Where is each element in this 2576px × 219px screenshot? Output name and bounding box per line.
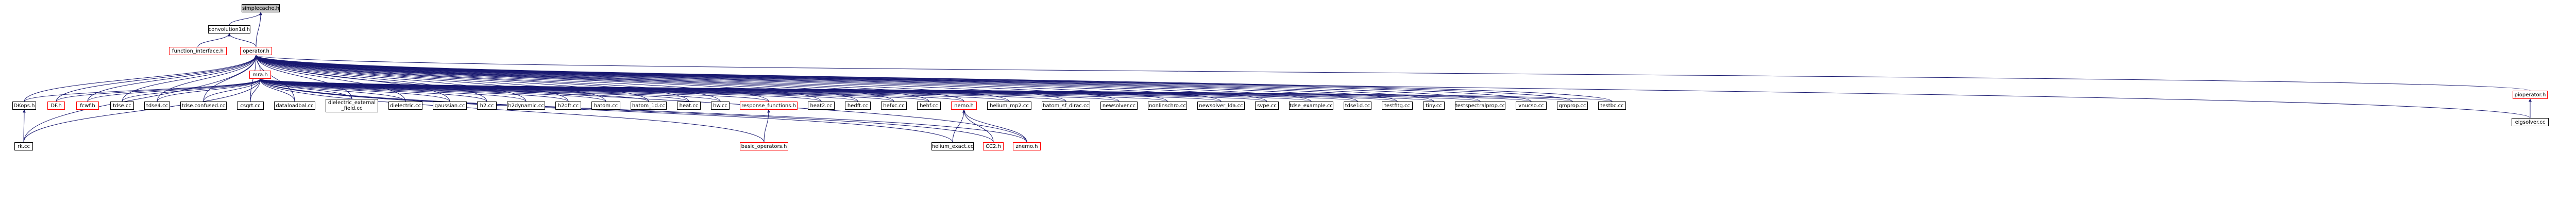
edge-node-h2dynamic-cc-to-mra xyxy=(259,78,527,102)
node-mra-h[interactable]: mra.h xyxy=(249,71,271,79)
node-dielectric-external-field-cc[interactable]: dielectric_external _field.cc xyxy=(326,99,378,112)
node-tdse-confused-cc[interactable]: tdse.confused.cc xyxy=(180,102,227,110)
node-testspectralprop-cc[interactable]: testspectralprop.cc xyxy=(1455,102,1505,110)
node-vnucso-cc[interactable]: vnucso.cc xyxy=(1516,102,1547,110)
node-nemo-h[interactable]: nemo.h xyxy=(951,102,977,110)
node-tdse-cc[interactable]: tdse.cc xyxy=(110,102,134,110)
edge-convolution-to-simplecache xyxy=(229,12,262,26)
node-tdse1d-cc[interactable]: tdse1d.cc xyxy=(1344,102,1371,110)
edge-node-dkops-h-to-mra xyxy=(24,78,262,102)
node-newsolver-lda-cc[interactable]: newsolver_lda.cc xyxy=(1197,102,1245,110)
node-svpe-cc[interactable]: svpe.cc xyxy=(1255,102,1279,110)
edge-node-h2dft-cc-to-operator xyxy=(255,55,569,102)
edge-node-dielectric-cc-to-operator xyxy=(255,55,406,102)
node-h2dft-cc[interactable]: h2dft.cc xyxy=(555,102,581,110)
edge-node-hw-cc-to-operator xyxy=(255,55,721,102)
edge-node-tdse-cc-to-mra xyxy=(122,78,262,102)
node-hw-cc[interactable]: hw.cc xyxy=(711,102,730,110)
node-convolution1d-h[interactable]: convolution1d.h xyxy=(208,25,250,33)
edge-node-fcwf-h-to-mra xyxy=(87,78,262,102)
node-dataloadbal-cc[interactable]: dataloadbal.cc xyxy=(274,102,315,110)
node-eigsolver-cc[interactable]: eigsolver.cc xyxy=(2512,118,2549,126)
edge-basicops-to-mra xyxy=(259,78,765,143)
edge-node-h2-cc-to-operator xyxy=(255,55,487,102)
node-h2dynamic-cc[interactable]: h2dynamic.cc xyxy=(507,102,545,110)
edge-rk-to-operator xyxy=(23,55,258,143)
node-znemo-h[interactable]: znemo.h xyxy=(1013,142,1041,150)
node-helium-mp2-cc[interactable]: helium_mp2.cc xyxy=(987,102,1031,110)
node-hehf-cc[interactable]: hehf.cc xyxy=(917,102,941,110)
edge-node-fcwf-h-to-operator xyxy=(87,55,258,102)
edge-pioperator-to-operator xyxy=(255,55,2531,91)
edge-node-tdse-confused-cc-to-mra xyxy=(203,78,262,102)
node-tdse4-cc[interactable]: tdse4.cc xyxy=(144,102,170,110)
node-response-functions-h[interactable]: response_functions.h xyxy=(740,102,798,110)
edge-znemo-to-mra xyxy=(259,78,1027,143)
edge-node-dataloadbal-cc-to-operator xyxy=(255,55,295,102)
edge-rk-to-mra xyxy=(23,78,262,143)
node-df-h[interactable]: DF.h xyxy=(47,102,65,110)
node-cc2-h[interactable]: CC2.h xyxy=(983,142,1004,150)
edge-operator-to-simplecache xyxy=(256,12,262,47)
node-dkops-h[interactable]: DKops.h xyxy=(12,102,36,110)
node-heat2-cc[interactable]: heat2.cc xyxy=(808,102,835,110)
node-heat-cc[interactable]: heat.cc xyxy=(677,102,701,110)
edge-node-dielectric-cc-to-mra xyxy=(259,78,406,102)
node-helium-exact-cc[interactable]: helium_exact.cc xyxy=(931,142,974,150)
edge-heliumexact-to-mra xyxy=(259,78,953,143)
edge-node-h2-cc-to-mra xyxy=(259,78,487,102)
edge-node-tdse-cc-to-operator xyxy=(122,55,258,102)
edge-funcif-to-convolution xyxy=(197,33,231,47)
edge-node-df-h-to-operator xyxy=(56,55,258,102)
edge-node-tdse4-cc-to-operator xyxy=(157,55,258,102)
node-rk-cc[interactable]: rk.cc xyxy=(14,142,33,150)
node-simplecache-h[interactable]: simplecache.h xyxy=(242,4,280,12)
node-function-interface-h[interactable]: function_interface.h xyxy=(169,47,227,55)
node-basic-operators-h[interactable]: basic_operators.h xyxy=(740,142,788,150)
node-nonlinschro-cc[interactable]: nonlinschro.cc xyxy=(1148,102,1187,110)
edge-node-testbc-cc-to-mra xyxy=(259,78,1613,102)
edge-node-df-h-to-mra xyxy=(56,78,262,102)
edge-cc2-to-mra xyxy=(259,78,994,143)
node-testbc-cc[interactable]: testbc.cc xyxy=(1598,102,1626,110)
node-newsolver-cc[interactable]: newsolver.cc xyxy=(1100,102,1138,110)
edge-node-hatom-cc-to-mra xyxy=(259,78,606,102)
node-pioperator-h[interactable]: pioperator.h xyxy=(2513,91,2548,99)
edge-operator-to-convolution xyxy=(228,33,257,47)
node-h2-cc[interactable]: h2.cc xyxy=(477,102,497,110)
node-hatom-1d-cc[interactable]: hatom_1d.cc xyxy=(631,102,667,110)
edge-node-testbc-cc-to-operator xyxy=(255,55,1613,102)
node-gaussian-cc[interactable]: gaussian.cc xyxy=(433,102,467,110)
edge-node-testspectralprop-cc-to-operator xyxy=(255,55,1481,102)
edge-node-dkops-h-to-operator xyxy=(24,55,258,102)
node-csqrt-cc[interactable]: csqrt.cc xyxy=(237,102,264,110)
node-tiny-cc[interactable]: tiny.cc xyxy=(1423,102,1445,110)
edge-cc2-to-nemo xyxy=(962,109,994,143)
node-fcwf-h[interactable]: fcwf.h xyxy=(76,102,99,110)
edge-node-heat-cc-to-operator xyxy=(255,55,689,102)
node-testfitg-cc[interactable]: testfitg.cc xyxy=(1382,102,1413,110)
node-dielectric-cc[interactable]: dielectric.cc xyxy=(388,102,422,110)
node-hatom-cc[interactable]: hatom.cc xyxy=(591,102,620,110)
node-hedft-cc[interactable]: hedft.cc xyxy=(845,102,871,110)
edge-heliumexact-to-nemo xyxy=(952,109,965,143)
edge-node-gaussian-cc-to-mra xyxy=(259,78,450,102)
node-hatom-sf-dirac-cc[interactable]: hatom_sf_dirac.cc xyxy=(1042,102,1090,110)
node-operator-h[interactable]: operator.h xyxy=(240,47,272,55)
edge-eigsolver-to-operator xyxy=(255,55,2531,119)
node-qmprop-cc[interactable]: qmprop.cc xyxy=(1557,102,1588,110)
node-tdse-example-cc[interactable]: tdse_example.cc xyxy=(1289,102,1333,110)
edge-basicops-to-response xyxy=(764,109,770,143)
node-hefxc-cc[interactable]: hefxc.cc xyxy=(881,102,907,110)
edge-node-dataloadbal-cc-to-mra xyxy=(259,78,295,102)
edge-znemo-to-operator xyxy=(255,55,1027,143)
edge-znemo-to-nemo xyxy=(962,109,1027,143)
